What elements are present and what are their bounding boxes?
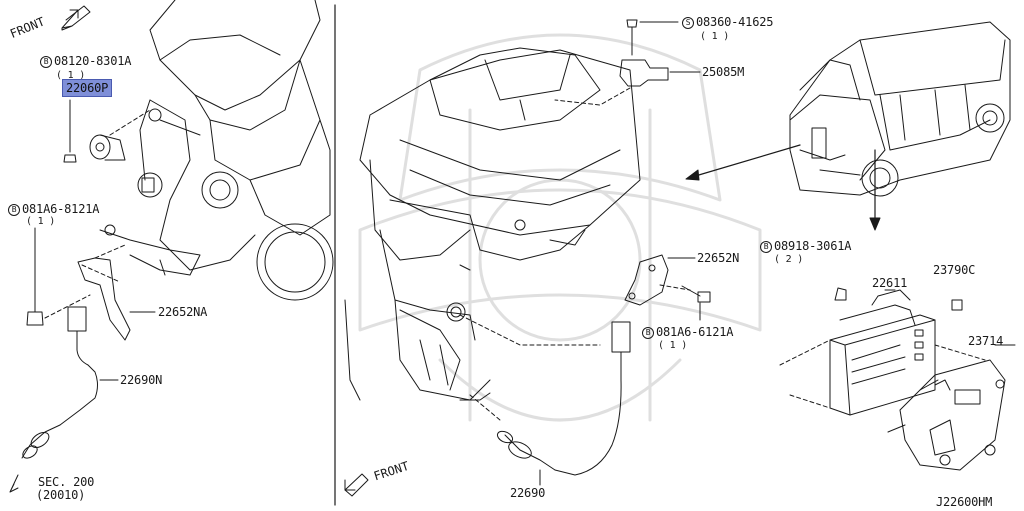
- ecm-bracket-23714: [887, 344, 1016, 471]
- sec-ref-line2: (20010): [36, 488, 86, 502]
- main-sensor-label: 25085M: [702, 65, 745, 79]
- left-engine-block: [99, 0, 334, 301]
- bolt-symbol-icon: B: [760, 241, 772, 253]
- ecm-label: 22611: [872, 276, 908, 290]
- sec-ref-line1: SEC. 200: [38, 475, 95, 489]
- bolt-symbol-icon: B: [642, 327, 654, 339]
- main-bolt-part: 081A6-6121A: [656, 325, 734, 339]
- left-bolt-1-qty: ( 1 ): [56, 70, 86, 81]
- main-bracket-22652N: [624, 254, 711, 321]
- highlight-part-label[interactable]: 22060P: [62, 79, 113, 97]
- main-bolt-qty: ( 1 ): [658, 340, 688, 351]
- highlight-part-number[interactable]: 22060P: [62, 79, 113, 97]
- vehicle-illustration: [789, 21, 1011, 197]
- main-bracket-label: 22652N: [697, 251, 740, 265]
- ecm-bolt-qty: ( 2 ): [774, 254, 804, 265]
- ecm-bracket-label: 23714: [968, 334, 1004, 348]
- screw-symbol-icon: S: [682, 17, 694, 29]
- watermark: [358, 33, 762, 422]
- left-bracket-22652NA: [26, 227, 156, 341]
- main-sensor-25085M: [554, 19, 701, 106]
- main-o2-sensor-label: 22690: [510, 486, 546, 500]
- bolt-symbol-icon: B: [8, 204, 20, 216]
- left-bolt-1-part: 08120-8301A: [54, 54, 132, 68]
- main-front-arrow-icon: [344, 473, 369, 497]
- knock-sensor-22060P: [63, 99, 151, 163]
- diagram-code: J22600HM: [936, 495, 993, 509]
- main-screw-qty: ( 1 ): [700, 31, 730, 42]
- main-engine: [344, 47, 641, 401]
- left-bolt-2-qty: ( 1 ): [26, 216, 56, 227]
- main-screw-part: 08360-41625: [696, 15, 774, 29]
- callout-arrows: [685, 144, 881, 231]
- ecm-22611: [779, 287, 986, 416]
- left-bracket-label: 22652NA: [158, 305, 208, 319]
- main-o2-sensor-22690: [459, 314, 631, 486]
- bolt-symbol-icon: B: [40, 56, 52, 68]
- left-bolt-2-part: 081A6-8121A: [22, 202, 100, 216]
- left-o2-sensor-22690N: [9, 306, 119, 493]
- ecm-bolt-part: 08918-3061A: [774, 239, 852, 253]
- nut-label: 23790C: [933, 263, 976, 277]
- left-sensor-label: 22690N: [120, 373, 163, 387]
- left-front-arrow-icon: [61, 5, 91, 31]
